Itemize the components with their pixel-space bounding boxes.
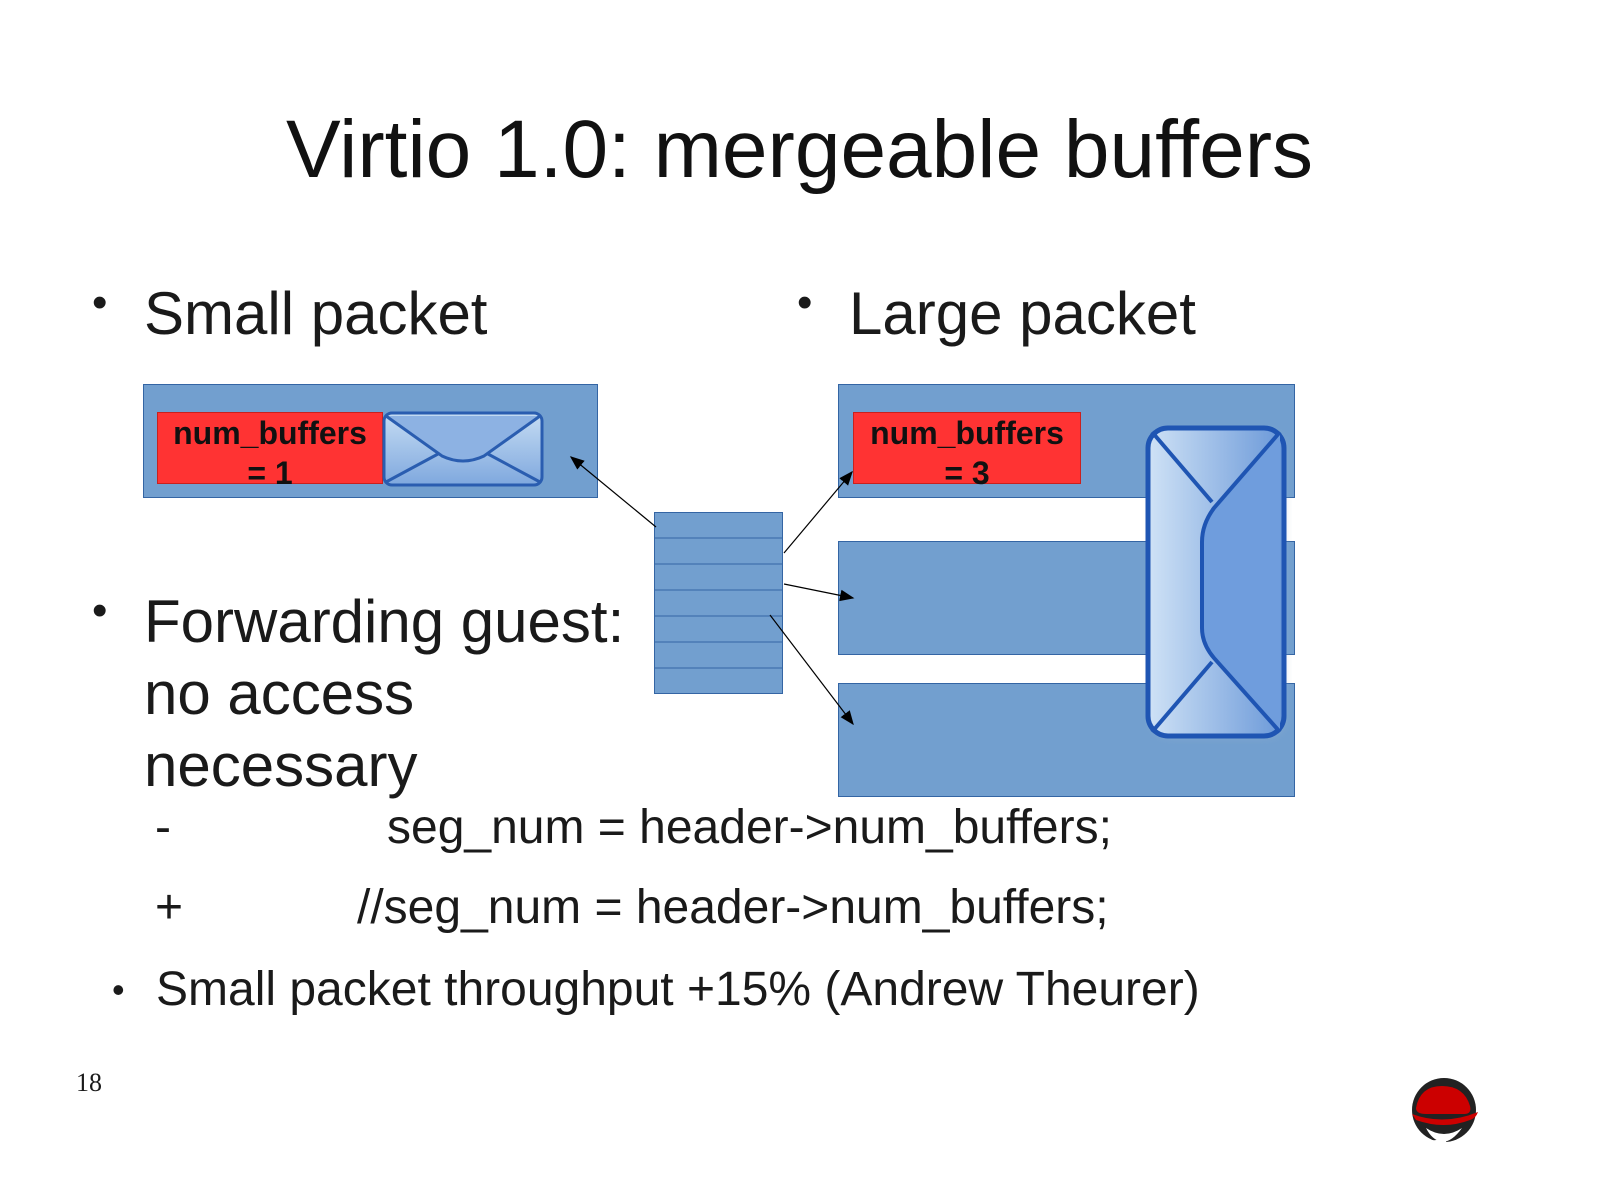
diff-removed-marker: - [155,801,171,854]
virtqueue-ring [654,512,783,694]
large-num-buffers-header: num_buffers = 3 [853,412,1081,491]
arrow-to-small-buffer [569,456,657,528]
small-num-buffers-header: num_buffers = 1 [157,412,383,491]
bullet-result: • Small packet throughput +15% (Andrew T… [112,960,1200,1020]
bullet-dot: • [92,278,108,327]
header-field-name: num_buffers [870,415,1064,451]
header-field-value: = 3 [944,455,990,491]
slide-title: Virtio 1.0: mergeable buffers [285,104,1314,195]
diff-removed-line: seg_num = header->num_buffers; [387,801,1112,854]
bullet-dot: • [92,586,108,635]
forwarding-line-1: Forwarding guest: [144,588,625,655]
arrow-to-large-buffer-3 [769,614,854,726]
page-number: 18 [76,1068,102,1097]
redhat-logo [1406,1078,1478,1144]
result-text: Small packet throughput +15% (Andrew The… [156,963,1200,1016]
header-field-value: = 1 [247,455,293,491]
diff-added-marker: + [155,881,184,934]
envelope-icon [382,411,544,487]
bullet-large-packet: • Large packet [797,278,1196,350]
large-packet-label: Large packet [849,280,1196,347]
small-packet-label: Small packet [144,280,488,347]
forwarding-line-3: necessary [144,732,418,799]
large-buffer-3 [838,683,1295,797]
arrow-to-large-buffer-1 [783,470,853,554]
arrow-to-large-buffer-2 [783,583,855,602]
bullet-forwarding-guest: • Forwarding guest: no access necessary [92,586,624,802]
header-field-name: num_buffers [173,415,367,451]
forwarding-line-2: no access [144,660,415,727]
envelope-icon [1145,425,1287,739]
bullet-small-packet: • Small packet [92,278,487,350]
bullet-dot: • [112,969,125,1010]
bullet-dot: • [797,278,813,327]
diff-added-line: //seg_num = header->num_buffers; [357,881,1109,934]
